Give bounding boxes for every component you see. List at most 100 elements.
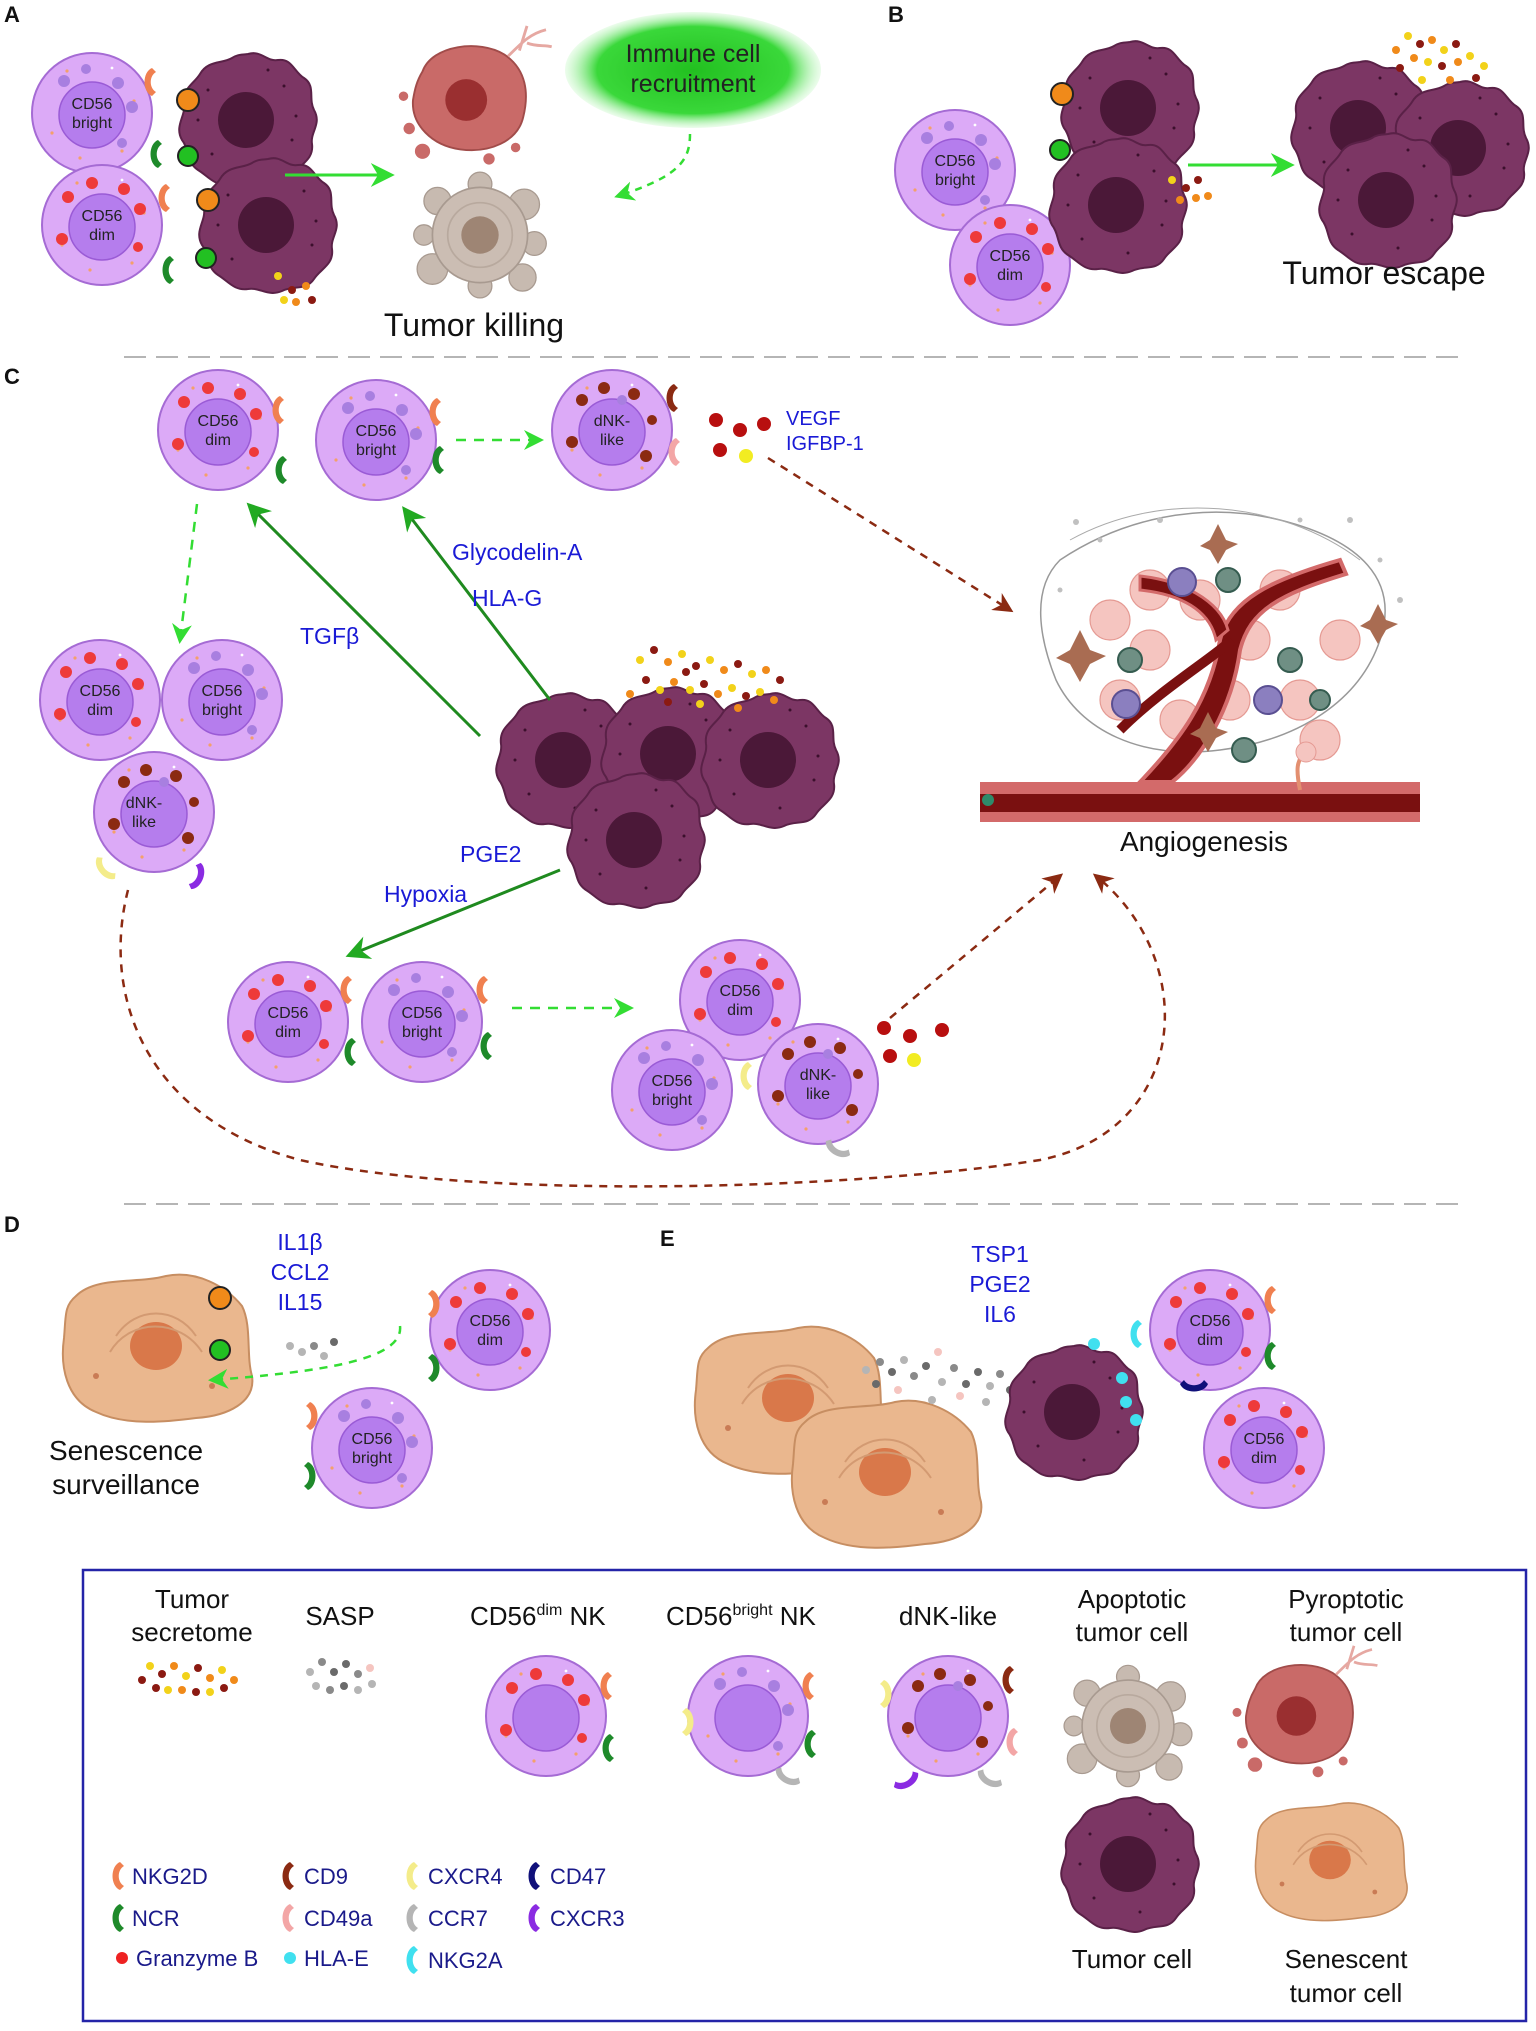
nk-cell-bright-a: CD56 bright — [31, 52, 153, 174]
pyroptotic-tumor-cell — [397, 24, 554, 167]
legend-senescent-1: Senescent — [1285, 1944, 1409, 1974]
nk-cell-dim-e2: CD56 dim — [1203, 1387, 1325, 1509]
il15-label: IL15 — [278, 1289, 323, 1315]
cell-label: bright — [352, 1450, 393, 1467]
legend-senescent-cell — [1254, 1802, 1408, 1922]
nk-cell-dim-b: CD56 dim — [949, 204, 1071, 326]
nk-cell-dim-e1: CD56 dim — [1149, 1269, 1271, 1391]
il6-label: IL6 — [984, 1301, 1016, 1327]
hla-e-key-icon — [284, 1952, 296, 1964]
cell-label: like — [132, 814, 156, 831]
ligand-green — [195, 247, 217, 269]
key-cd49a: CD49a — [304, 1906, 373, 1931]
ncr-receptor — [304, 1462, 316, 1490]
cell-label: CD56 — [198, 413, 239, 430]
panel-b-letter: B — [888, 2, 904, 27]
key-cd47: CD47 — [550, 1864, 606, 1889]
ligand-orange — [176, 88, 200, 112]
cell-label: CD56 — [470, 1313, 511, 1330]
nk-cell-dim-c3: CD56 dim — [227, 961, 349, 1083]
cell-label: dim — [1197, 1332, 1223, 1349]
legend-senescent-2: tumor cell — [1290, 1978, 1403, 2008]
pge2-arrow — [345, 868, 561, 959]
cell-label: bright — [72, 115, 113, 132]
cell-label: CD56 — [402, 1005, 443, 1022]
nk-cell-dim-c2: CD56 dim — [39, 639, 161, 761]
key-granzyme: Granzyme B — [136, 1946, 258, 1971]
cell-label: CD56 — [1244, 1431, 1285, 1448]
legend-apoptotic-2: tumor cell — [1076, 1617, 1189, 1647]
glycodelin-label: Glycodelin-A — [452, 539, 583, 565]
vegf-label: VEGF — [786, 408, 840, 430]
cd49a-receptor — [1006, 1728, 1018, 1756]
cell-label: like — [600, 432, 624, 449]
key-cd9: CD9 — [304, 1864, 348, 1889]
legend-sasp: SASP — [305, 1601, 374, 1631]
legend-pyroptotic-2: tumor cell — [1290, 1617, 1403, 1647]
nk-cell-bright-b: CD56 bright — [894, 109, 1016, 231]
tumor-cell — [1048, 137, 1188, 274]
cell-label: dim — [89, 227, 115, 244]
cxcr3-key-icon — [528, 1904, 540, 1932]
key-ncr: NCR — [132, 1906, 180, 1931]
ligand-orange — [1050, 82, 1074, 106]
legend-secretome-icon — [138, 1662, 238, 1696]
cell-label: bright — [402, 1024, 443, 1041]
cell-label: dim — [997, 267, 1023, 284]
hla-e-dot — [1088, 1338, 1100, 1350]
nkg2a-key-icon — [406, 1946, 418, 1974]
nk-cell-dim-c4: CD56 dim — [679, 939, 801, 1061]
apoptotic-tumor-cell — [412, 171, 548, 299]
panel-e: E TSP1 PGE2 IL6 CD56 dim — [660, 1226, 1325, 1549]
angiogenesis-arrow — [889, 873, 1064, 1019]
cell-label: bright — [202, 702, 243, 719]
nk-cell-dnk-c1: dNK- like — [551, 369, 673, 491]
nk-cell-dnk-c4: dNK- like — [757, 1023, 879, 1145]
nk-cell-dim-c1: CD56 dim — [157, 369, 279, 491]
hlag-label: HLA-G — [472, 585, 542, 611]
glycodelin-arrow — [402, 506, 552, 701]
panel-e-letter: E — [660, 1226, 675, 1251]
panel-b: B CD56 bright CD56 dim — [888, 2, 1530, 326]
panel-a-letter: A — [4, 2, 20, 27]
nk-cell-bright-c3: CD56 bright — [361, 961, 483, 1083]
cell-label: CD56 — [80, 683, 121, 700]
cell-label: CD56 — [356, 423, 397, 440]
granzyme-key-icon — [116, 1952, 128, 1964]
cell-label: like — [806, 1086, 830, 1103]
key-nkg2a: NKG2A — [428, 1948, 503, 1973]
recruitment-label-2: recruitment — [630, 70, 755, 98]
recruitment-arrow — [614, 133, 692, 201]
cell-label: dim — [727, 1002, 753, 1019]
sasp-dots — [862, 1348, 1014, 1406]
cell-label: CD56 — [352, 1431, 393, 1448]
cxcr4-receptor — [740, 1062, 752, 1090]
key-hlae: HLA-E — [304, 1946, 369, 1971]
tumor-cell — [1004, 1344, 1144, 1481]
angiogenesis-illustration — [980, 507, 1420, 822]
legend-apoptotic-1: Apoptotic — [1078, 1584, 1186, 1614]
hla-e-dot — [1116, 1372, 1128, 1384]
legend-tumor-cell — [1060, 1796, 1200, 1933]
tgfb-arrow — [246, 502, 482, 738]
key-cxcr3: CXCR3 — [550, 1906, 625, 1931]
recruitment-label-1: Immune cell — [626, 40, 761, 68]
key-ccr7: CCR7 — [428, 1906, 488, 1931]
legend-pyroptotic-cell — [1231, 1644, 1379, 1779]
igfbp-label: IGFBP-1 — [786, 433, 864, 455]
cell-label: dNK- — [126, 795, 162, 812]
cxcr4-receptor — [91, 854, 119, 884]
nk-cell-bright-c4: CD56 bright — [611, 1029, 733, 1151]
ligand-green — [209, 1339, 231, 1361]
tgfb-label: TGFβ — [300, 623, 359, 649]
cd9-key-icon — [282, 1862, 294, 1890]
cell-label: dim — [275, 1024, 301, 1041]
vegf-secretion — [709, 413, 771, 463]
ccl2-label: CCL2 — [271, 1259, 330, 1285]
key-cxcr4: CXCR4 — [428, 1864, 503, 1889]
nk-cell-dnk-c2: dNK- like — [93, 751, 215, 873]
ligand-green — [1049, 139, 1071, 161]
ncr-receptor — [602, 1734, 614, 1762]
cd47-key-icon — [528, 1862, 540, 1890]
pge2-label: PGE2 — [460, 841, 521, 867]
